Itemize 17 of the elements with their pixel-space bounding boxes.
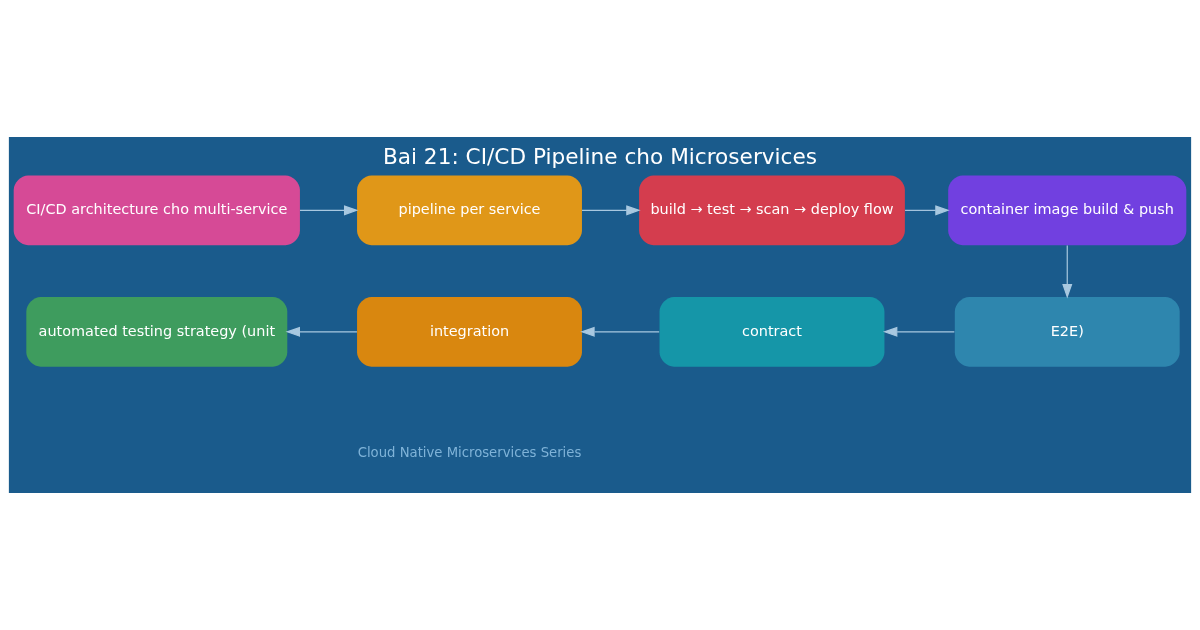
label: Cloud Native Microservices Series — [357, 444, 582, 460]
node-box: build → test → scan → deploy flow — [639, 175, 905, 246]
arrow — [1062, 244, 1073, 299]
arrow — [299, 205, 359, 216]
node-box: CI/CD architecture cho multi-service — [13, 175, 300, 246]
arrow — [580, 326, 660, 337]
arrow — [882, 326, 955, 337]
arrow — [581, 205, 641, 216]
node-box: E2E) — [954, 296, 1180, 367]
diagram-title: Bai 21: CI/CD Pipeline cho Microservices — [382, 143, 818, 169]
arrow — [904, 205, 950, 216]
arrow — [285, 326, 358, 337]
node-box: automated testing strategy (unit — [26, 296, 288, 367]
node-box: contract — [659, 296, 885, 367]
node-box: pipeline per service — [357, 175, 582, 246]
node-box: container image build & push — [948, 175, 1187, 246]
node-box: integration — [357, 296, 582, 367]
